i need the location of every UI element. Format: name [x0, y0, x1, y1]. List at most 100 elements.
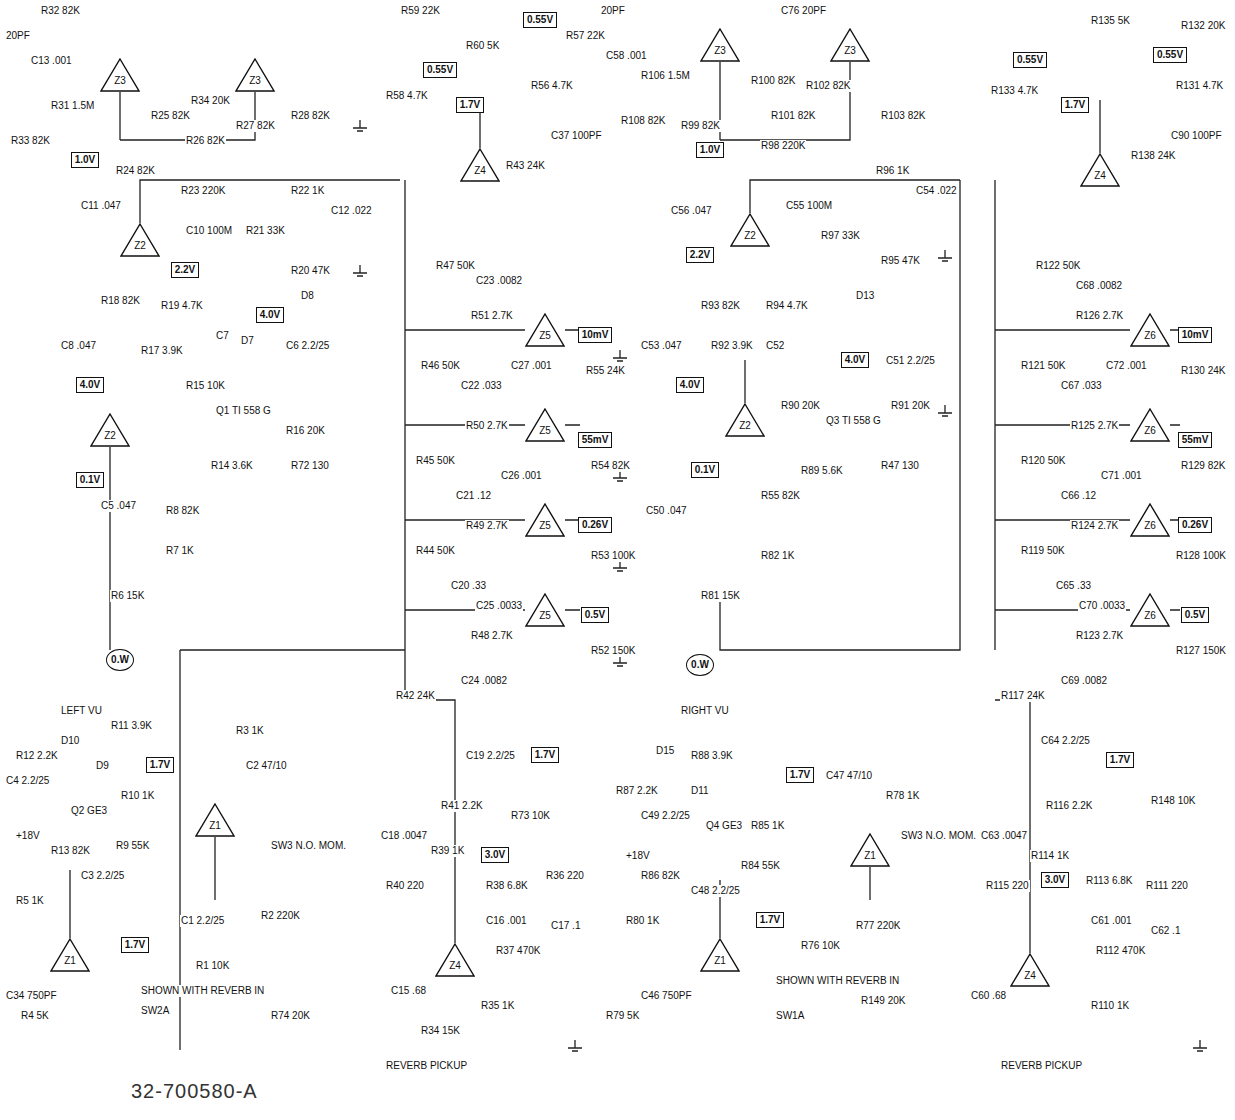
component-label: D9	[95, 760, 110, 772]
component-label: C50 .047	[645, 505, 688, 517]
component-label: R77 220K	[855, 920, 901, 932]
node-label: 4.0V	[80, 379, 101, 390]
node-label: 3.0V	[485, 849, 506, 860]
component-label: C70 .0033	[1078, 600, 1126, 612]
component-label: SW1A	[775, 1010, 805, 1022]
op-amp-symbol: Z6	[1130, 408, 1170, 442]
component-label: C2 47/10	[245, 760, 288, 772]
component-label: R135 5K	[1090, 15, 1131, 27]
component-label: C24 .0082	[460, 675, 508, 687]
component-label: R78 1K	[885, 790, 920, 802]
node-label: 55mV	[1182, 434, 1209, 445]
test-voltage-box: 1.7V	[756, 912, 785, 928]
component-label: R43 24K	[505, 160, 546, 172]
node-label: 1.7V	[1065, 99, 1086, 110]
component-label: R132 20K	[1180, 20, 1226, 32]
node-label: 1.7V	[1110, 754, 1131, 765]
component-label: SW3 N.O. MOM.	[900, 830, 977, 842]
component-label: C1 2.2/25	[180, 915, 225, 927]
op-amp-symbol: Z1	[195, 803, 235, 837]
component-label: R131 4.7K	[1175, 80, 1224, 92]
node-label: Z4	[1010, 970, 1050, 982]
op-amp-symbol: Z5	[525, 503, 565, 537]
component-label: C5 .047	[100, 500, 137, 512]
component-label: R149 20K	[860, 995, 906, 1007]
node-label: Z1	[700, 955, 740, 967]
component-label: R122 50K	[1035, 260, 1081, 272]
component-label: C72 .001	[1105, 360, 1148, 372]
node-label: Z2	[730, 230, 770, 242]
component-label: D11	[690, 785, 710, 797]
component-label: C66 .12	[1060, 490, 1097, 502]
node-label: 4.0V	[845, 354, 866, 365]
test-voltage-box: 0.55V	[423, 62, 457, 78]
component-label: C55 100M	[785, 200, 833, 212]
component-label: R108 82K	[620, 115, 666, 127]
component-label: SHOWN WITH REVERB IN	[140, 985, 265, 997]
node-label: Z5	[525, 610, 565, 622]
component-label: R25 82K	[150, 110, 191, 122]
component-label: R13 82K	[50, 845, 91, 857]
component-label: C19 2.2/25	[465, 750, 516, 762]
node-label: 1.7V	[150, 759, 171, 770]
component-label: C15 .68	[390, 985, 427, 997]
node-label: 1.7V	[760, 914, 781, 925]
component-label: R52 150K	[590, 645, 636, 657]
component-label: R12 2.2K	[15, 750, 59, 762]
component-label: R47 130	[880, 460, 920, 472]
component-label: C7	[215, 330, 230, 342]
component-label: R50 2.7K	[465, 420, 509, 432]
op-amp-symbol: Z2	[730, 213, 770, 247]
drawing-number: 32-700580-A	[130, 1080, 259, 1103]
component-label: R119 50K	[1020, 545, 1066, 557]
node-label: Z6	[1130, 610, 1170, 622]
component-label: R98 220K	[760, 140, 806, 152]
test-voltage-box: 1.7V	[1061, 97, 1090, 113]
node-label: 0.W	[111, 654, 129, 665]
component-label: R101 82K	[770, 110, 816, 122]
node-label: 1.0V	[75, 154, 96, 165]
component-label: R106 1.5M	[640, 70, 691, 82]
op-amp-symbol: Z2	[120, 223, 160, 257]
component-label: R125 2.7K	[1070, 420, 1119, 432]
component-label: C49 2.2/25	[640, 810, 691, 822]
test-voltage-box: 55mV	[578, 432, 613, 448]
component-label: R79 5K	[605, 1010, 640, 1022]
component-label: R51 2.7K	[470, 310, 514, 322]
node-label: 3.0V	[1045, 874, 1066, 885]
component-label: C12 .022	[330, 205, 373, 217]
component-label: R4 5K	[20, 1010, 50, 1022]
component-label: R84 55K	[740, 860, 781, 872]
component-label: SW3 N.O. MOM.	[270, 840, 347, 852]
component-label: C23 .0082	[475, 275, 523, 287]
component-label: R148 10K	[1150, 795, 1196, 807]
component-label: R126 2.7K	[1075, 310, 1124, 322]
component-label: R55 24K	[585, 365, 626, 377]
test-voltage-box: 4.0V	[676, 377, 705, 393]
node-label: 55mV	[582, 434, 609, 445]
op-amp-symbol: Z5	[525, 408, 565, 442]
component-label: R14 3.6K	[210, 460, 254, 472]
component-label: C53 .047	[640, 340, 683, 352]
component-label: C52	[765, 340, 785, 352]
op-amp-symbol: Z3	[700, 28, 740, 62]
meter-reading-circle: 0.W	[106, 649, 134, 671]
component-label: 20PF	[5, 30, 31, 42]
test-voltage-box: 0.5V	[1181, 607, 1210, 623]
component-label: R129 82K	[1180, 460, 1226, 472]
component-label: R73 10K	[510, 810, 551, 822]
component-label: C54 .022	[915, 185, 958, 197]
test-voltage-box: 0.55V	[523, 12, 557, 28]
node-label: 0.26V	[582, 519, 608, 530]
component-label: C51 2.2/25	[885, 355, 936, 367]
component-label: C47 47/10	[825, 770, 873, 782]
component-label: R27 82K	[235, 120, 276, 132]
node-label: Z5	[525, 330, 565, 342]
op-amp-symbol: Z3	[100, 58, 140, 92]
component-label: LEFT VU	[60, 705, 103, 717]
component-label: R72 130	[290, 460, 330, 472]
node-label: Z1	[195, 820, 235, 832]
component-label: R8 82K	[165, 505, 200, 517]
component-label: R24 82K	[115, 165, 156, 177]
